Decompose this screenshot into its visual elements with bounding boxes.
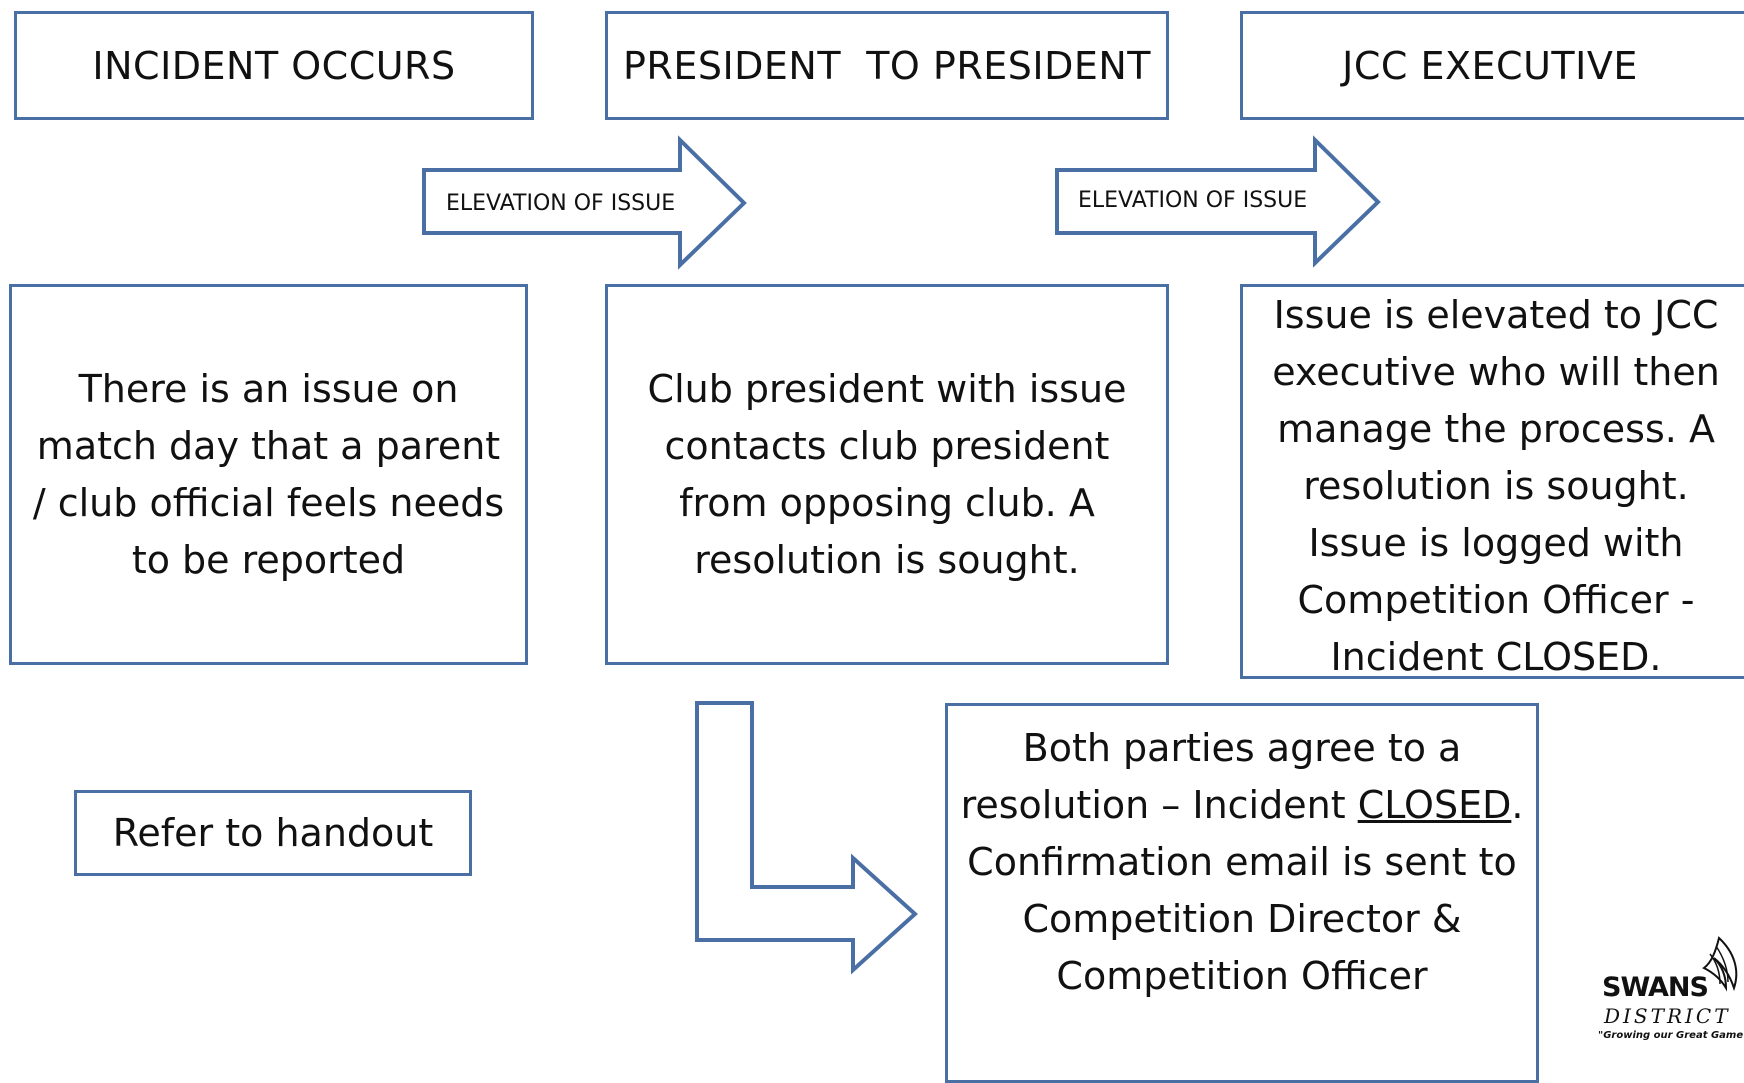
logo-tagline: "Growing our Great Game" [1598, 1030, 1744, 1041]
elevation-arrow-2 [1055, 135, 1381, 268]
agreement-text-part-1: Both parties agree to a resolution – Inc… [960, 726, 1462, 827]
header-president-label: PRESIDENT TO PRESIDENT [623, 43, 1151, 88]
step-jcc-description: Issue is elevated to JCC executive who w… [1240, 284, 1744, 679]
step-president-description: Club president with issue contacts club … [605, 284, 1169, 665]
swan-wing-icon [1702, 936, 1738, 992]
swans-district-logo: SWANS DISTRICT "Growing our Great Game" [1594, 932, 1744, 1056]
header-jcc-executive: JCC EXECUTIVE [1240, 11, 1744, 120]
closed-underlined: CLOSED [1357, 783, 1512, 827]
elevation-label-1: ELEVATION OF ISSUE [446, 191, 676, 216]
jcc-description-text: Issue is elevated to JCC executive who w… [1272, 293, 1720, 679]
step-incident-description: There is an issue on match day that a pa… [9, 284, 528, 665]
step-agreement-description: Both parties agree to a resolution – Inc… [945, 703, 1539, 1083]
header-president-to-president: PRESIDENT TO PRESIDENT [605, 11, 1169, 120]
handout-text: Refer to handout [112, 810, 434, 855]
agreement-text: Both parties agree to a resolution – Inc… [960, 720, 1524, 1005]
elevation-label-2: ELEVATION OF ISSUE [1078, 188, 1308, 213]
header-incident-occurs: INCIDENT OCCURS [14, 11, 534, 120]
agreement-text-part-2: . Confirmation email is sent to Competit… [967, 783, 1524, 998]
resolution-bent-arrow [695, 701, 918, 975]
refer-to-handout-box: Refer to handout [74, 790, 472, 876]
incident-description-text: There is an issue on match day that a pa… [32, 366, 505, 582]
header-jcc-label: JCC EXECUTIVE [1342, 43, 1638, 88]
president-description-text: Club president with issue contacts club … [647, 366, 1127, 582]
elevation-arrow-1 [422, 135, 747, 270]
logo-sub: DISTRICT [1604, 1004, 1731, 1028]
logo-word: SWANS [1602, 972, 1709, 1003]
header-incident-label: INCIDENT OCCURS [92, 43, 456, 88]
